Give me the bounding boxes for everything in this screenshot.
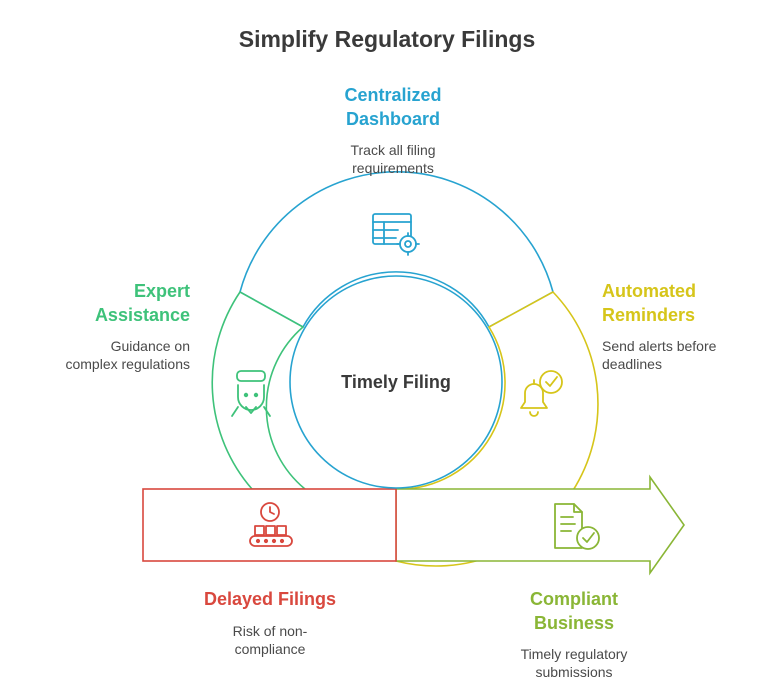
compliant-title-line2: Business [533,613,615,633]
reminders-title-line2: Reminders [602,305,696,325]
compliant-arrow [395,474,685,576]
clock-conveyor-icon [249,502,293,547]
reminders-title-line1: Automated [602,281,696,301]
compliant-desc-line2: submissions [535,664,613,680]
dashboard-description: Track all filing requirements [293,141,493,177]
assistance-title: Expert Assistance [20,279,190,327]
compliant-title: Compliant Business [474,587,674,635]
person-icon [231,370,271,417]
delayed-filings-box [142,488,397,562]
delayed-description: Risk of non- compliance [170,622,370,658]
timely-filing-circle [289,275,503,489]
assistance-description: Guidance on complex regulations [20,337,190,373]
reminders-desc-line1: Send alerts before [602,338,717,354]
page-title: Simplify Regulatory Filings [238,26,536,52]
reminders-description: Send alerts before deadlines [602,337,767,373]
dashboard-desc-line1: Track all filing [350,142,436,158]
dashboard-title-line1: Centralized [344,85,442,105]
assistance-title-line2: Assistance [94,305,190,325]
dashboard-title: Centralized Dashboard [293,83,493,131]
dashboard-title-line2: Dashboard [345,109,441,129]
delayed-desc-line2: compliance [234,641,306,657]
assistance-desc-line2: complex regulations [65,356,190,372]
document-check-icon [554,503,600,550]
table-gear-icon [372,213,420,256]
assistance-title-line1: Expert [133,281,190,301]
reminders-title: Automated Reminders [602,279,767,327]
assistance-desc-line1: Guidance on [110,338,190,354]
delayed-desc-line1: Risk of non- [232,623,308,639]
compliant-description: Timely regulatory submissions [474,645,674,681]
compliant-title-line1: Compliant [530,589,618,609]
bell-check-icon [520,370,563,417]
compliant-desc-line1: Timely regulatory [520,646,628,662]
center-label: Timely Filing [341,372,451,392]
dashboard-desc-line2: requirements [352,160,434,176]
reminders-desc-line2: deadlines [602,356,662,372]
delayed-title: Delayed Filings [203,589,337,609]
dashboard-segment [239,171,554,329]
